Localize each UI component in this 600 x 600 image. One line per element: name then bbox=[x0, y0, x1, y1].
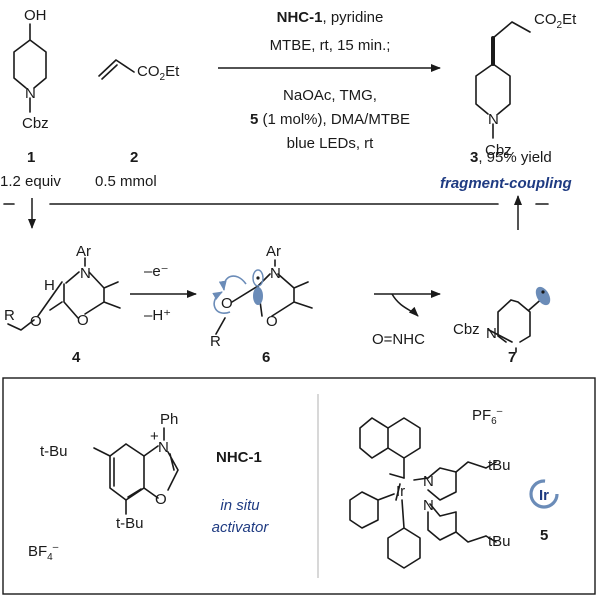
step-fragmentation: O=NHC bbox=[372, 290, 441, 348]
step-oxidation: –e⁻ –H⁺ bbox=[130, 263, 197, 324]
int4-h: H bbox=[44, 277, 55, 294]
ir-photocycle-icon bbox=[529, 479, 559, 509]
int6-ar: Ar bbox=[266, 243, 281, 260]
nhc-counterion: BF4– bbox=[28, 542, 59, 563]
nhc-n: N bbox=[158, 439, 169, 456]
step-minus-proton: –H⁺ bbox=[144, 307, 171, 324]
intermediate-7: Cbz N 7 bbox=[453, 286, 551, 366]
cycle-connector bbox=[3, 195, 549, 230]
int7-cbz: Cbz bbox=[453, 321, 480, 338]
nhc-role-1: in situ bbox=[220, 497, 260, 514]
product-3-yield-line: 3, 95% yield bbox=[470, 149, 552, 166]
nhc-1-structure: t-Bu t-Bu Ph + N O BF4– NHC-1 in situ ac… bbox=[28, 411, 269, 563]
intermediate-4: Ar H N O R O 4 bbox=[4, 243, 121, 366]
int4-r: R bbox=[4, 307, 15, 324]
nhc-tbu-top: t-Bu bbox=[40, 443, 68, 460]
ir-tbu-top: tBu bbox=[488, 457, 511, 474]
nhc-tbu-bottom: t-Bu bbox=[116, 515, 144, 532]
ir-number: 5 bbox=[540, 527, 548, 544]
compound-1-number: 1 bbox=[27, 149, 35, 166]
nhc-role-2: activator bbox=[212, 519, 270, 536]
product-3: CO2Et N Cbz 3, 95% yield fragment-coupli… bbox=[440, 11, 577, 192]
ir-metal: Ir bbox=[396, 483, 405, 500]
int4-o-alkoxy: O bbox=[30, 313, 42, 330]
compound-2-ester: CO2Et bbox=[137, 63, 180, 83]
condition-line-5: blue LEDs, rt bbox=[287, 135, 375, 152]
nhc-ph: Ph bbox=[160, 411, 178, 428]
fragment-coupling-label: fragment-coupling bbox=[440, 175, 572, 192]
compound-2: CO2Et 2 0.5 mmol bbox=[95, 59, 180, 190]
compound-2-amount: 0.5 mmol bbox=[95, 173, 157, 190]
compound-2-number: 2 bbox=[130, 149, 138, 166]
condition-line-4: 5 (1 mol%), DMA/MTBE bbox=[250, 111, 410, 128]
curly-arrow-top bbox=[218, 275, 247, 291]
condition-line-3: NaOAc, TMG, bbox=[283, 87, 377, 104]
byproduct-arrow bbox=[391, 293, 419, 317]
ir-counterion: PF6– bbox=[472, 406, 503, 427]
compound-1-cbz: Cbz bbox=[22, 115, 49, 132]
int6-o-alkoxy: O bbox=[221, 295, 233, 312]
int4-n: N bbox=[80, 265, 91, 282]
byproduct-label: O=NHC bbox=[372, 331, 425, 348]
int4-number: 4 bbox=[72, 349, 81, 366]
condition-line-1: NHC-1, pyridine bbox=[277, 9, 384, 26]
curly-arrow-left bbox=[212, 291, 231, 314]
radical-orbital-7 bbox=[535, 286, 551, 306]
product-3-cbz: Cbz bbox=[485, 142, 512, 159]
ir-n-bottom: N bbox=[423, 497, 434, 514]
ir-tbu-bottom: tBu bbox=[488, 533, 511, 550]
nhc-name: NHC-1 bbox=[216, 449, 262, 466]
product-3-n: N bbox=[488, 111, 499, 128]
intermediate-6: Ar N O O R 6 bbox=[210, 243, 313, 366]
int6-o-ring: O bbox=[266, 313, 278, 330]
int6-number: 6 bbox=[262, 349, 270, 366]
int4-ar: Ar bbox=[76, 243, 91, 260]
int6-r: R bbox=[210, 333, 221, 350]
ir-badge: Ir bbox=[539, 487, 549, 504]
nhc-plus: + bbox=[150, 428, 159, 445]
ir-catalyst-5: PF6– Ir N N tBu tBu Ir 5 bbox=[349, 406, 559, 569]
condition-line-2: MTBE, rt, 15 min.; bbox=[270, 37, 391, 54]
catalyst-box bbox=[2, 377, 596, 595]
radical-orbital bbox=[253, 287, 263, 305]
nhc-o: O bbox=[155, 491, 167, 508]
int7-n: N bbox=[486, 325, 497, 342]
reaction-conditions: NHC-1, pyridine MTBE, rt, 15 min.; NaOAc… bbox=[218, 9, 441, 152]
compound-1: OH N Cbz 1 1.2 equiv bbox=[0, 7, 61, 190]
step-minus-electron: –e⁻ bbox=[144, 263, 169, 280]
int6-n: N bbox=[270, 265, 281, 282]
int4-o-ring: O bbox=[77, 312, 89, 329]
compound-1-oh: OH bbox=[24, 7, 47, 24]
int7-number: 7 bbox=[508, 349, 516, 366]
compound-1-n: N bbox=[25, 85, 36, 102]
compound-1-amount: 1.2 equiv bbox=[0, 173, 61, 190]
radical-dot bbox=[256, 276, 260, 280]
ir-n-top: N bbox=[423, 473, 434, 490]
product-3-ester: CO2Et bbox=[534, 11, 577, 31]
